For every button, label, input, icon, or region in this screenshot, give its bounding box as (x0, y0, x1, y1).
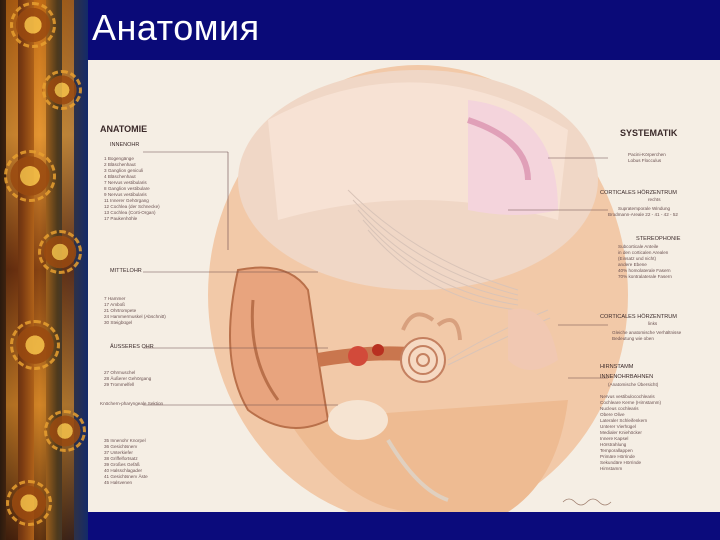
list-item: 24 Hammermuskel (Abschnitt) (104, 314, 166, 319)
list-item: 11 Innerer Gehörgang (104, 198, 149, 203)
gear-icon (38, 230, 82, 274)
list-item: 4 Bläschenhaut (104, 174, 136, 179)
gear-icon (4, 150, 56, 202)
list-item: 40% homolaterale Fasern (618, 268, 671, 273)
list-item: 39 Großes Gefäß (104, 462, 140, 467)
section-heading-innenohr: INNENOHR (110, 142, 139, 148)
slide-title: Анатомия (92, 7, 260, 48)
section-heading-ausseres-ohr: ÄUSSERES OHR (110, 343, 154, 350)
semicircular-canal (401, 312, 435, 331)
styloid-process (386, 438, 449, 502)
gear-icon (10, 320, 60, 370)
heading-cortical-left: CORTICALES HÖRZENTRUM (600, 189, 677, 196)
list-item: 38 Griffelfortsatz (104, 456, 138, 461)
list-item: 70% kontralaterale Fasern (618, 274, 672, 279)
mastoid (328, 400, 388, 440)
middle-ear-ossicle (348, 346, 368, 366)
list-item: 17 Amboß (104, 302, 125, 307)
list-item: 40 Halsschlagader (104, 468, 143, 473)
cochlea-turn (408, 345, 438, 375)
cochlea-turn (416, 353, 430, 367)
list-item: 2 Bläschenhaut (104, 162, 136, 167)
heading-hirnstamm-note: (Anatomische Übersicht) (608, 381, 659, 387)
list-item: andere Ebene (618, 262, 647, 267)
list-item: 28 Äußerer Gehörgang (104, 375, 152, 381)
mittelohr-list: 7 Hammer 17 Amboß 21 Ohrtrompete 24 Hamm… (104, 296, 166, 325)
list-item: Primäre Hörrinde (600, 454, 635, 459)
ear-anatomy-illustration: ANATOMIE INNENOHR 1 Bogengänge 2 Bläsche… (100, 65, 682, 512)
list-item: Nucleus cochlearis (600, 406, 639, 411)
list-item: 13 Cochlea (Corti-Organ) (104, 210, 156, 215)
list-item: 17 Paukenhöhle (104, 216, 138, 221)
poster-heading-anatomie: ANATOMIE (100, 124, 147, 134)
poster-heading-systematik: SYSTEMATIK (620, 128, 678, 138)
list-item: Supratemporale Windung (618, 206, 671, 211)
list-item: 1 Bogengänge (104, 156, 134, 161)
heading-cortical-right-sub: links (648, 321, 658, 326)
list-item: 29 Trommelfell (104, 382, 134, 387)
list-item: Nervus vestibulocochlearis (600, 394, 655, 399)
list-item: 35 Innenohr Knorpel (104, 438, 146, 443)
list-item: Medialer Kniehöcker (600, 430, 642, 435)
list-item: (Einsatz und nicht) (618, 256, 657, 261)
heading-innenohrbahnen: INNENOHRBAHNEN (600, 374, 653, 380)
list-item: 7 Hammer (104, 296, 126, 301)
cochlea (400, 337, 446, 383)
bottom-list: 35 Innenohr Knorpel 36 Gesichtsnerv 37 U… (104, 438, 148, 485)
artist-signature (562, 498, 612, 506)
list-item: 21 Ohrtrompete (104, 308, 137, 313)
brain-fold (467, 117, 531, 181)
list-item: Obere Olive (600, 412, 625, 417)
list-item: 36 Gesichtsnerv (104, 444, 138, 449)
section-heading-mittelohr: MITTELOHR (110, 268, 142, 274)
list-item: Subcorticale Anteile (618, 244, 659, 249)
leader-lines (143, 151, 608, 406)
heading-cortical-left-sub: rechts (648, 197, 661, 202)
heading-cortical-right: CORTICALES HÖRZENTRUM (600, 313, 677, 320)
semicircular-canal (436, 318, 462, 341)
list-item: Hörstrahlung (600, 442, 627, 447)
anatomy-poster: ANATOMIE INNENOHR 1 Bogengänge 2 Bläsche… (88, 60, 720, 512)
brainstem (508, 308, 558, 370)
list-item: Cochleare Kerne (Hirnstamm) (600, 400, 661, 405)
list-item: Gleiche anatomische Verhältnisse (612, 330, 682, 335)
list-item: Pacini-Körperchen (628, 152, 666, 157)
list-item: 7 Nervus vestibularis (104, 180, 147, 185)
list-item: Lateraler Schleifenkern (600, 418, 648, 423)
list-item: 45 Halsvenen (104, 480, 133, 485)
gear-icon (44, 410, 86, 452)
list-item: Brodmann-Areale 22 - 41 - 42 - 52 (608, 212, 678, 217)
list-item: 37 Unterkiefer (104, 450, 133, 455)
ear-fold (250, 299, 280, 401)
heading-stereophonie: STEREOPHONIE (636, 236, 681, 242)
gear-icon (42, 70, 82, 110)
decorative-stripe (34, 0, 46, 540)
list-item: 27 Ohrmuschel (104, 370, 135, 375)
innenohr-list: 1 Bogengänge 2 Bläschenhaut 3 Ganglion g… (104, 156, 160, 221)
auditory-nerve-fibers (347, 189, 551, 366)
list-item: 3 Ganglion geniculi (104, 168, 143, 173)
list-item: 9 Nervus vestibularis (104, 192, 147, 197)
list-item: in den corticalen Arealen (618, 250, 669, 255)
list-item: Innere Kapsel (600, 436, 628, 441)
list-item: 12 Cochlea (der Schnecke) (104, 204, 160, 209)
list-item: Unterer Vierhügel (600, 424, 636, 429)
decorative-gear-strip (0, 0, 88, 540)
decorative-stripe (6, 0, 18, 540)
list-item: Sekundäre Hörrinde (600, 460, 642, 465)
gear-icon (6, 480, 52, 526)
hirnstamm-list: Nervus vestibulocochlearis Cochleare Ker… (600, 394, 661, 471)
list-item: 41 Gesichtsnerv Äste (104, 473, 148, 479)
section-heading-bottom: Knöchern-pharyngeale Sektion (100, 401, 164, 406)
gear-icon (10, 2, 56, 48)
list-item: 30 Steigbügel (104, 320, 132, 325)
list-item: Bedeutung wie oben (612, 336, 654, 341)
heading-hirnstamm: HIRNSTAMM (600, 364, 634, 370)
middle-ear-ossicle (372, 344, 384, 356)
list-item: Temporallappen (600, 448, 633, 453)
list-item: Lobus Flocculus (628, 158, 662, 163)
ausseres-ohr-list: 27 Ohrmuschel 28 Äußerer Gehörgang 29 Tr… (104, 370, 152, 387)
list-item: Hirnstamm (600, 466, 622, 471)
list-item: 8 Ganglion vestibulare (104, 186, 150, 191)
